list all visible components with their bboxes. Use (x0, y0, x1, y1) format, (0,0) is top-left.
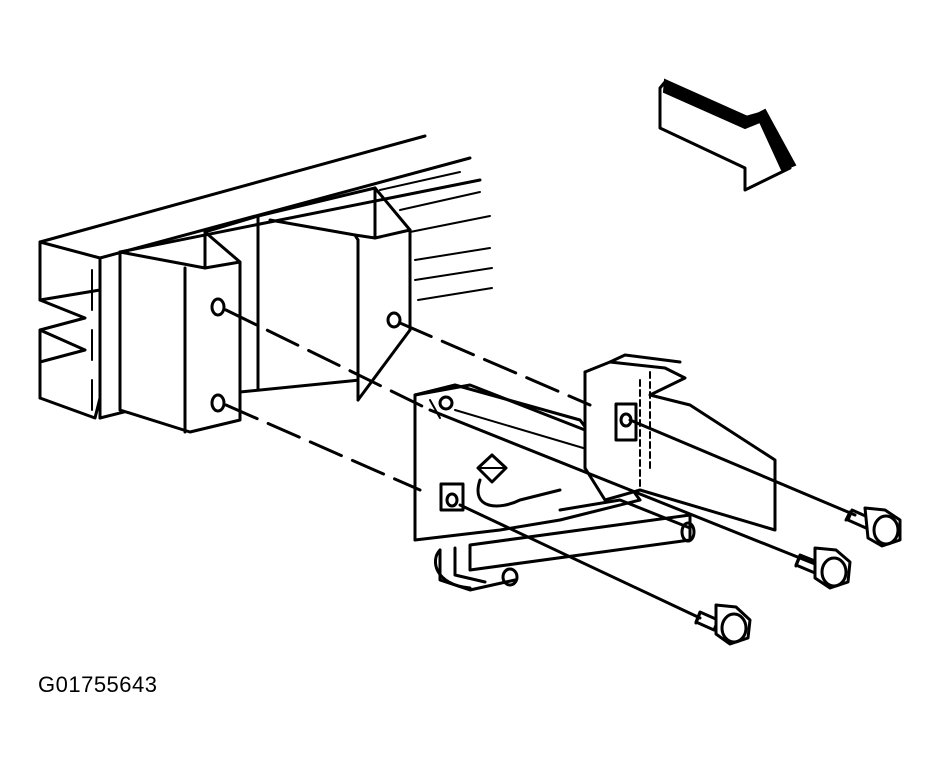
mounting-bracket (413, 353, 777, 542)
bolt-middle (794, 546, 852, 590)
frame-rail (38, 134, 493, 420)
bolt-upper (844, 506, 902, 548)
figure-id-label: G01755643 (38, 672, 158, 697)
crossmember (118, 186, 412, 434)
forward-arrow-icon (658, 78, 797, 192)
hitch-bar (434, 498, 696, 592)
bolt-lower (694, 603, 752, 646)
alignment-lines (224, 308, 857, 620)
